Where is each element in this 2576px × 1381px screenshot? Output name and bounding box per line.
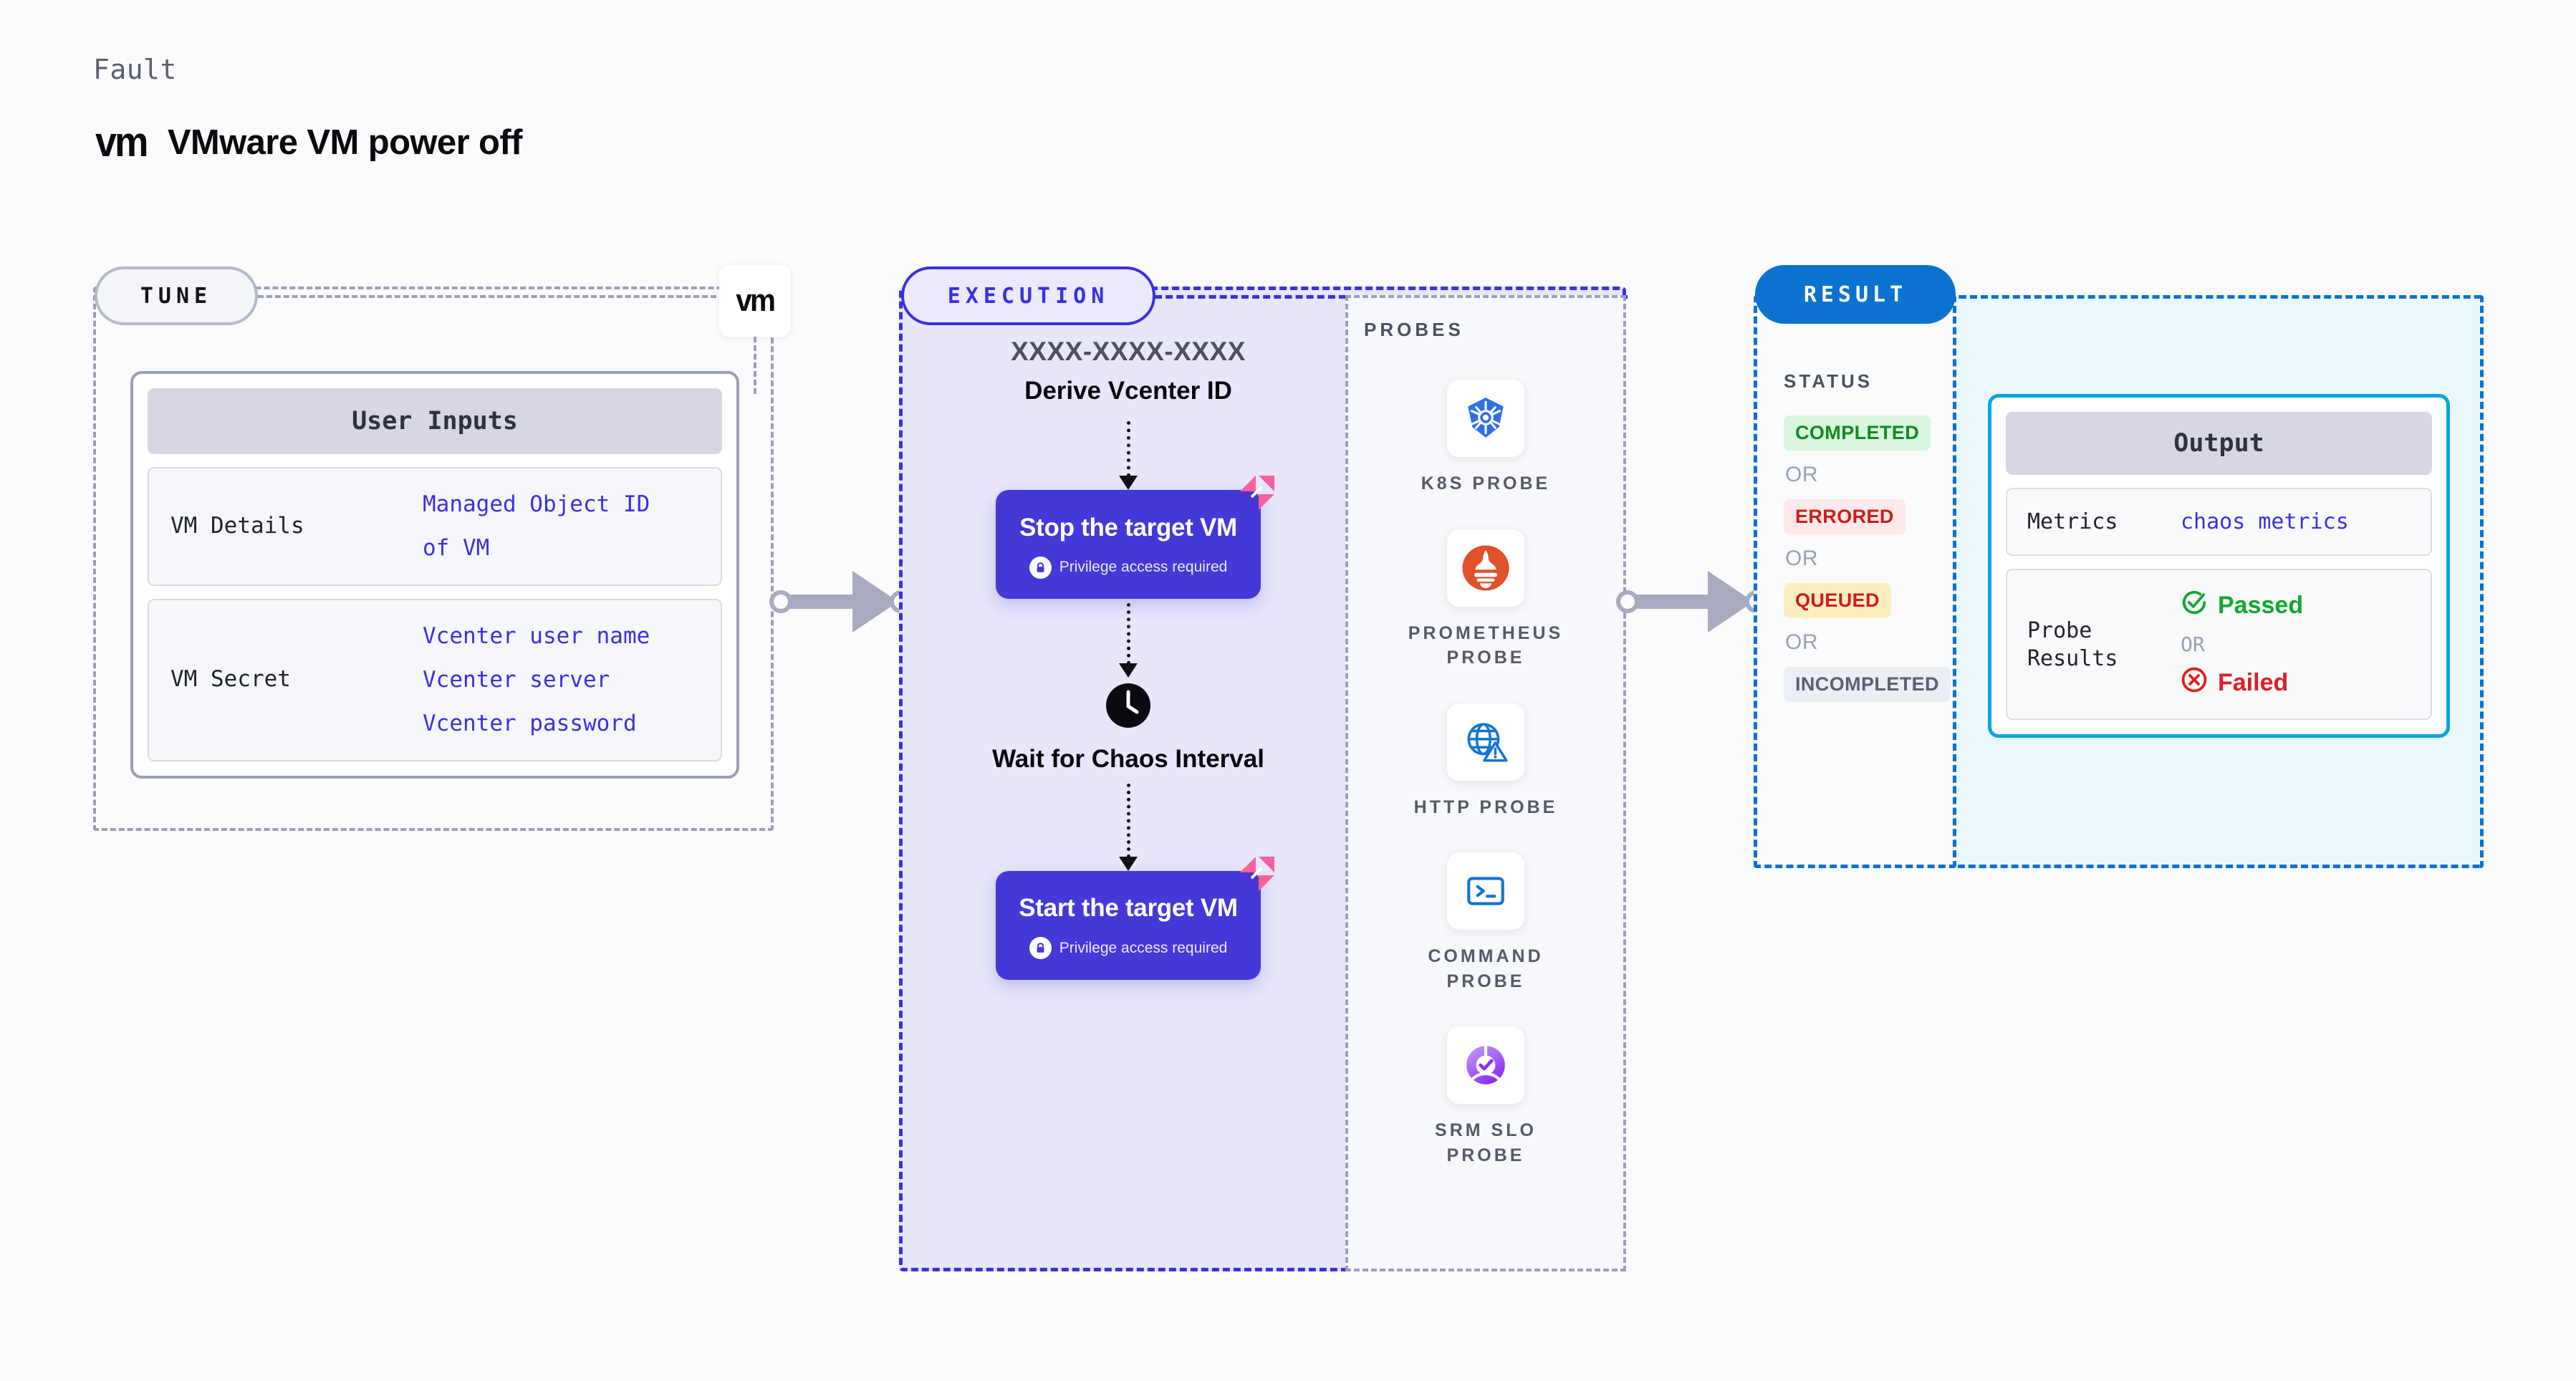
vm-secret-value-1: Vcenter server	[423, 666, 610, 693]
kubernetes-icon	[1446, 380, 1524, 457]
flow-connector-1	[1119, 421, 1138, 490]
output-card: Output Metrics chaos metrics Probe Resul…	[1988, 394, 2450, 738]
derive-vcenter-id-value: XXXX-XXXX-XXXX	[1011, 337, 1246, 366]
status-badge-completed: COMPLETED	[1784, 415, 1931, 451]
vm-details-label: VM Details	[170, 513, 304, 539]
probe-results-values: Passed OR Failed	[2181, 589, 2303, 700]
probe-item-srm-slo[interactable]: SRM SLO PROBE	[1435, 1026, 1537, 1168]
vmware-tile-stem	[754, 337, 756, 394]
step-note-row: Privilege access required	[1029, 937, 1228, 960]
output-row-metrics[interactable]: Metrics chaos metrics	[2006, 488, 2432, 556]
step-card-start-target-vm[interactable]: Start the target VM Privilege access req…	[996, 856, 1274, 980]
probes-list: K8S PROBE PROMETHEUS PROBE	[1345, 380, 1626, 1168]
lock-icon	[1029, 556, 1052, 579]
arrow-shaft	[1630, 595, 1724, 609]
execution-flow: XXXX-XXXX-XXXX Derive Vcenter ID Stop th…	[899, 337, 1357, 980]
probe-label: COMMAND PROBE	[1428, 946, 1544, 991]
step-wait-for-chaos-interval: Wait for Chaos Interval	[992, 678, 1264, 775]
vm-details-values: Managed Object ID of VM	[423, 489, 650, 564]
check-circle-icon	[2181, 589, 2208, 622]
wait-label: Wait for Chaos Interval	[992, 745, 1264, 773]
vmware-tile-label: vm	[736, 283, 777, 318]
tune-badge[interactable]: TUNE	[95, 266, 258, 325]
x-circle-icon	[2181, 666, 2208, 700]
probe-result-passed: Passed	[2181, 589, 2303, 622]
passed-label: Passed	[2218, 592, 2304, 619]
vm-secret-value-0: Vcenter user name	[423, 622, 650, 649]
vmware-tile-icon: vm	[719, 265, 791, 337]
vm-secret-value-2: Vcenter password	[423, 710, 637, 736]
probe-item-command[interactable]: COMMAND PROBE	[1428, 852, 1543, 993]
arrow-shaft	[782, 595, 868, 609]
vm-details-value-1: of VM	[423, 534, 490, 561]
result-status-region	[1754, 295, 1956, 868]
vm-secret-values: Vcenter user name Vcenter server Vcenter…	[423, 620, 650, 740]
srm-slo-icon	[1447, 1026, 1524, 1104]
vm-details-value-0: Managed Object ID	[423, 491, 650, 517]
derive-vcenter-id-label: Derive Vcenter ID	[1024, 377, 1232, 405]
probe-result-or: OR	[2181, 632, 2205, 656]
metrics-label: Metrics	[2027, 509, 2118, 534]
metrics-value: chaos metrics	[2181, 509, 2349, 534]
probe-label: SRM SLO PROBE	[1435, 1120, 1537, 1165]
probes-title: PROBES	[1364, 319, 1464, 340]
probe-label: K8S PROBE	[1421, 473, 1551, 494]
arrow-execution-to-result	[1616, 569, 1768, 634]
tune-connector-line	[258, 295, 716, 298]
arrow-start-dot	[1616, 590, 1639, 613]
step-note: Privilege access required	[1059, 559, 1228, 575]
output-title: Output	[2006, 412, 2432, 475]
vmware-logo-icon: vm	[95, 119, 148, 165]
status-title: STATUS	[1784, 370, 1873, 392]
probes-panel	[1345, 295, 1626, 1271]
probe-label: HTTP PROBE	[1413, 797, 1558, 817]
status-or-1: OR	[1785, 463, 1818, 486]
flow-connector-2	[1119, 603, 1138, 678]
probe-item-prometheus[interactable]: PROMETHEUS PROBE	[1408, 529, 1563, 670]
arrow-start-dot	[769, 590, 792, 613]
clock-icon	[1105, 682, 1152, 733]
step-title: Stop the target VM	[1019, 513, 1237, 542]
execution-badge[interactable]: EXECUTION	[901, 266, 1155, 325]
status-badge-errored: ERRORED	[1784, 499, 1905, 534]
probe-item-http[interactable]: HTTP PROBE	[1414, 703, 1558, 820]
step-note: Privilege access required	[1059, 939, 1228, 956]
user-input-row-vm-details[interactable]: VM Details Managed Object ID of VM	[148, 467, 722, 586]
page-title: VMware VM power off	[167, 122, 523, 162]
status-list: COMPLETED OR ERRORED OR QUEUED OR INCOMP…	[1784, 415, 1951, 702]
step-note-row: Privilege access required	[1029, 556, 1228, 579]
status-or-2: OR	[1785, 547, 1818, 570]
flow-connector-3	[1119, 783, 1138, 871]
user-inputs-card: User Inputs VM Details Managed Object ID…	[130, 371, 739, 779]
output-row-probe-results[interactable]: Probe Results Passed OR	[2006, 569, 2432, 720]
page-title-row: vm VMware VM power off	[93, 118, 522, 166]
failed-label: Failed	[2218, 669, 2289, 696]
chaos-corner-badge-icon	[1237, 854, 1277, 898]
probe-label: PROMETHEUS PROBE	[1408, 622, 1564, 668]
probe-result-failed: Failed	[2181, 666, 2303, 700]
status-badge-incompleted: INCOMPLETED	[1784, 667, 1951, 702]
vm-secret-label: VM Secret	[170, 666, 291, 693]
http-globe-icon	[1446, 703, 1524, 781]
status-badge-queued: QUEUED	[1784, 583, 1891, 618]
lock-icon	[1029, 937, 1052, 960]
terminal-icon	[1446, 852, 1524, 930]
user-input-row-vm-secret[interactable]: VM Secret Vcenter user name Vcenter serv…	[148, 598, 722, 761]
step-title: Start the target VM	[1019, 894, 1238, 923]
probe-results-label: Probe Results	[2027, 617, 2118, 671]
chaos-corner-badge-icon	[1237, 473, 1277, 516]
step-card-stop-target-vm[interactable]: Stop the target VM Privilege access requ…	[996, 476, 1274, 599]
probe-item-k8s[interactable]: K8S PROBE	[1421, 380, 1550, 496]
prometheus-icon	[1447, 529, 1524, 607]
result-badge[interactable]: RESULT	[1755, 265, 1956, 324]
arrow-tune-to-execution	[769, 569, 913, 634]
status-or-3: OR	[1785, 630, 1818, 654]
user-inputs-title: User Inputs	[148, 388, 722, 454]
tune-region	[93, 287, 774, 831]
page-kicker: Fault	[93, 54, 177, 85]
